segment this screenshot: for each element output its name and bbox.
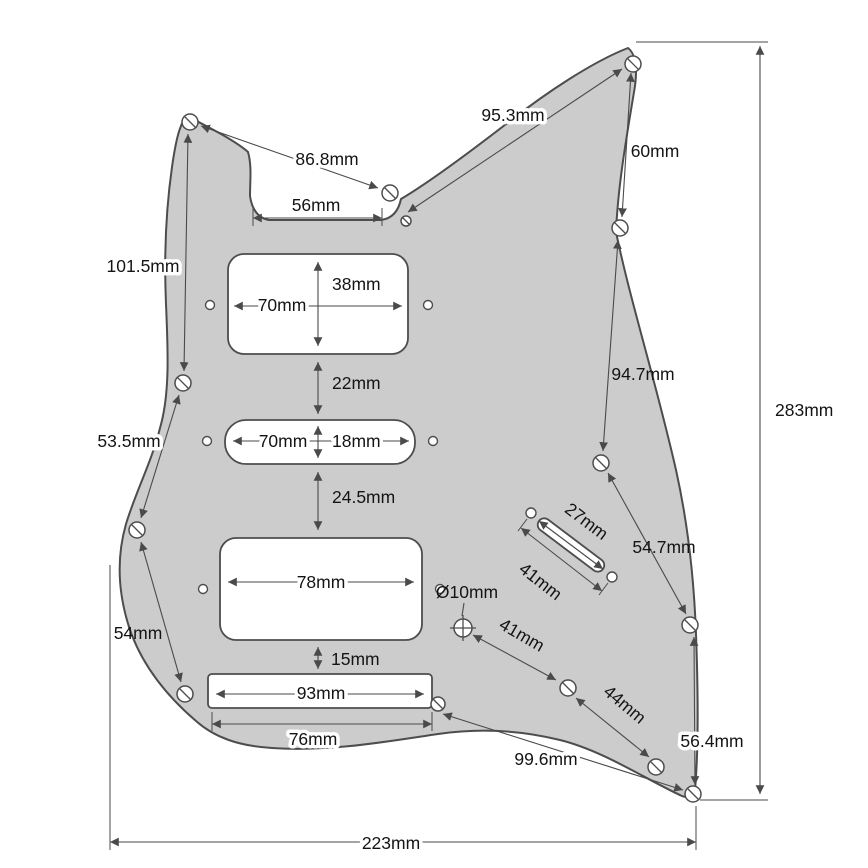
hole-10mm <box>450 615 476 641</box>
dim-label-78: 78mm <box>297 572 346 592</box>
screw-slot <box>183 115 197 129</box>
dim-label-15: 15mm <box>331 649 380 669</box>
screw-slot <box>594 456 608 470</box>
screw-slot <box>178 687 192 701</box>
bridge-pickup-screw-right <box>434 583 446 595</box>
screw-hole-right-lower <box>681 616 699 634</box>
dim-line-56-4 <box>689 636 700 786</box>
dim-line-60 <box>618 72 635 218</box>
dim-label-101-5: 101.5mm <box>107 256 180 276</box>
screw-hole-right-middle <box>592 454 610 472</box>
dim-label-93: 93mm <box>297 683 346 703</box>
screw-slot <box>432 698 444 710</box>
dim-label-283: 283mm <box>775 400 833 420</box>
screw-hole-corner-right <box>684 785 702 803</box>
dim-label-95-3: 95.3mm <box>481 105 544 125</box>
dim-line-54-7 <box>607 472 687 615</box>
screw-slot <box>130 523 144 537</box>
dim-line-41-switch <box>520 527 603 592</box>
screw-hole-bottom-left <box>176 685 194 703</box>
screw-hole-horn-left <box>181 113 199 131</box>
dim-label-94-7: 94.7mm <box>611 364 674 384</box>
leader-10mm <box>461 602 465 617</box>
screw-slot <box>683 618 697 632</box>
dim-label-38: 38mm <box>332 274 381 294</box>
middle-pickup-screw-right <box>427 435 439 447</box>
screw-slot <box>383 186 397 200</box>
dim-label-10: Ø10mm <box>436 582 498 602</box>
middle-pickup-cutout <box>224 419 416 465</box>
dim-label-54-7: 54.7mm <box>632 537 695 557</box>
dim-label-54: 54mm <box>114 623 163 643</box>
screw-hole-right-upper <box>611 219 629 237</box>
screw-hole-left-middle <box>128 521 146 539</box>
screw-hole-tremolo-right <box>430 696 446 712</box>
screw-slot <box>561 681 575 695</box>
dim-label-56-4: 56.4mm <box>680 731 743 751</box>
dim-line-101-5 <box>179 133 193 372</box>
switch-screw-lower <box>606 571 618 583</box>
dim-label-24-5: 24.5mm <box>332 487 395 507</box>
ext-switch-upper <box>517 518 528 532</box>
dim-label-53-5: 53.5mm <box>97 431 160 451</box>
bridge-pickup-cutout <box>219 537 423 641</box>
screw-hole-neck-corner <box>400 215 412 227</box>
neck-pickup-screw-right <box>422 299 434 311</box>
dim-label-70-neck: 70mm <box>258 295 307 315</box>
screw-hole-bottom-middle <box>559 679 577 697</box>
dim-label-18: 18mm <box>332 431 381 451</box>
dim-label-22: 22mm <box>332 373 381 393</box>
dim-label-99-6: 99.6mm <box>514 749 577 769</box>
ext-switch-lower <box>598 582 609 596</box>
dim-line-53-5 <box>139 394 181 519</box>
screw-slot <box>176 376 190 390</box>
dim-line-99-6 <box>442 712 684 792</box>
screw-slot <box>686 787 700 801</box>
dim-label-56: 56mm <box>292 195 341 215</box>
neck-pickup-screw-left <box>204 299 216 311</box>
screw-hole-neck-top <box>381 184 399 202</box>
dim-label-60: 60mm <box>631 141 680 161</box>
dim-label-76: 76mm <box>289 729 338 749</box>
screw-hole-bottom-right <box>647 758 665 776</box>
dim-line-95-3 <box>407 68 623 213</box>
screw-slot <box>613 221 627 235</box>
dim-label-86-8: 86.8mm <box>295 149 358 169</box>
screw-hole-left-upper <box>174 374 192 392</box>
dim-label-70-middle: 70mm <box>259 431 308 451</box>
dim-label-223: 223mm <box>362 833 420 853</box>
bridge-pickup-screw-left <box>197 583 209 595</box>
dim-line-94-7 <box>599 239 622 452</box>
middle-pickup-screw-left <box>201 435 213 447</box>
switch-screw-upper <box>525 507 537 519</box>
screw-slot <box>401 216 411 226</box>
screw-hole-horn-right <box>624 55 642 73</box>
dim-line-86-8 <box>200 124 379 190</box>
dim-line-41-hole <box>472 634 557 681</box>
screw-slot <box>626 57 640 71</box>
dim-line-54 <box>139 541 183 683</box>
